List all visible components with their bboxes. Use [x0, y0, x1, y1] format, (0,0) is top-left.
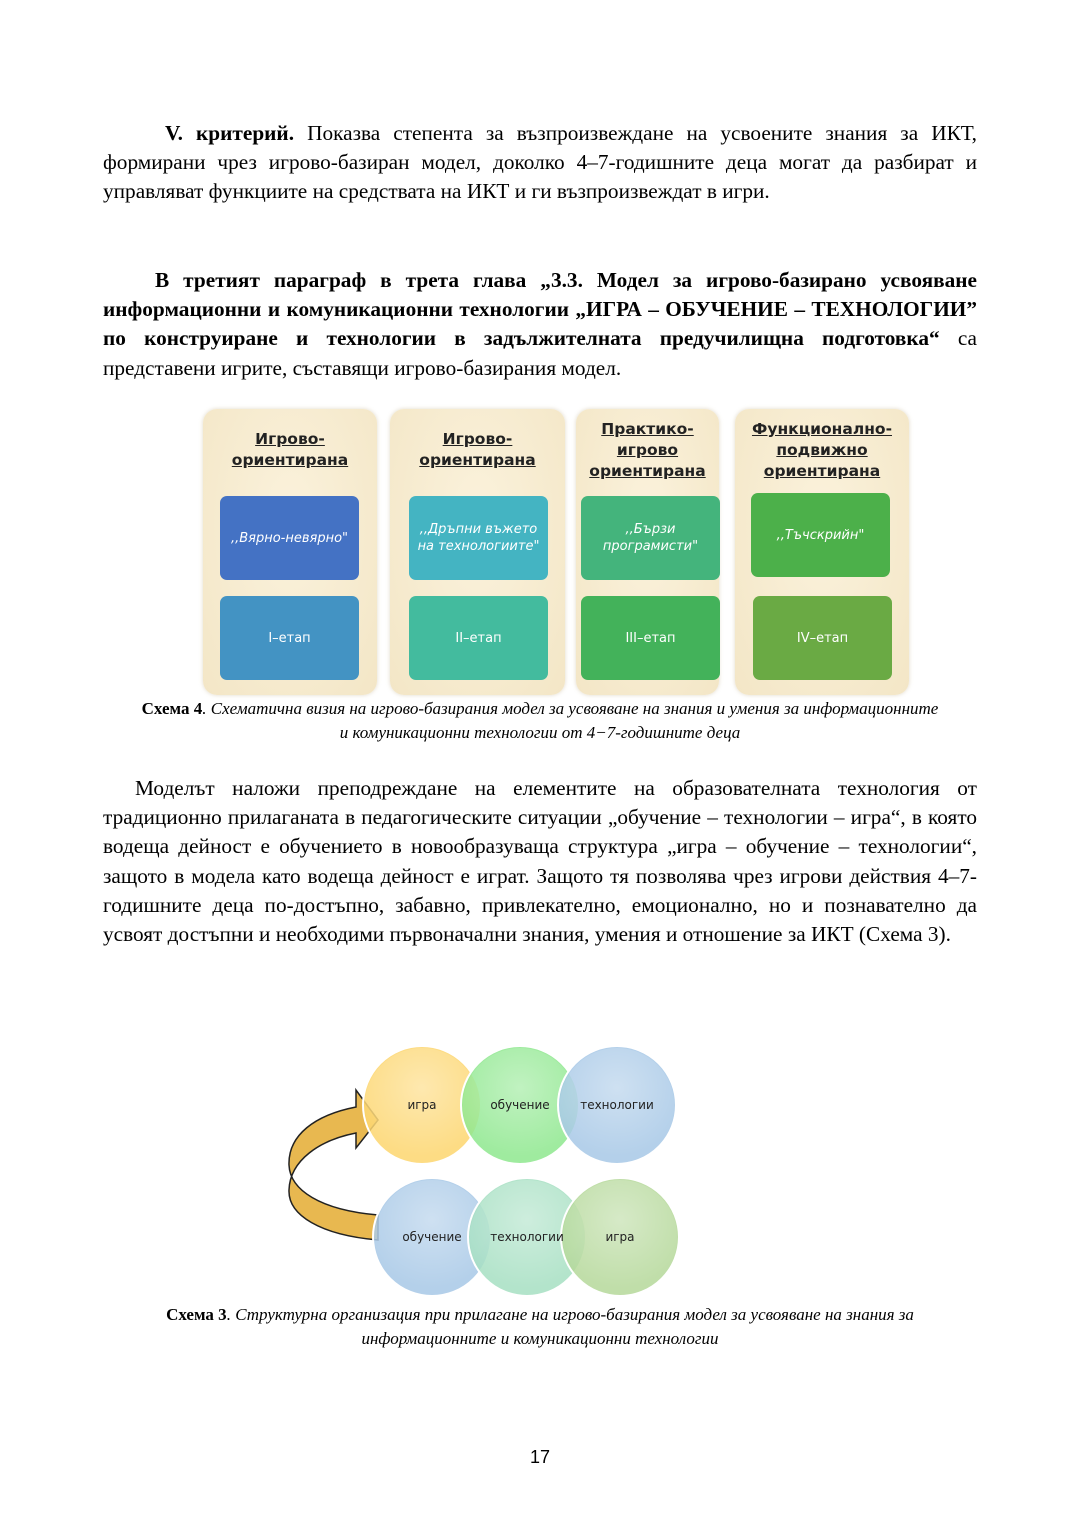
circle-gloss — [470, 1180, 584, 1294]
game-box: ,,Дръпни въжето на технологиите" — [409, 496, 548, 580]
page-number: 17 — [529, 1447, 551, 1467]
circle-gloss — [560, 1048, 674, 1162]
stage-box: I–етап — [220, 596, 359, 680]
criterion-paragraph: V. критерий. Показва степента за възпрои… — [103, 119, 977, 207]
stage-box: III–етап — [581, 596, 720, 680]
stage-box: IV–етап — [753, 596, 892, 680]
circle-label: технологии — [490, 1230, 564, 1244]
scheme-4-caption: Схема 4. Схематична визия на игрово-бази… — [0, 697, 1080, 745]
column-title: Игрово-ориентирана — [231, 430, 349, 469]
game-box: ,,Вярно-невярно" — [220, 496, 359, 580]
stage-box: II–етап — [409, 596, 548, 680]
column-title: Практико-игрово ориентирана — [589, 420, 706, 480]
circle-gloss — [375, 1180, 489, 1294]
criterion-lead: V. критерий. — [165, 121, 295, 145]
circle-label: обучение — [490, 1098, 549, 1112]
section-text: са представени игрите, съставящи игрово-… — [103, 326, 977, 380]
game-box: ,,Бързи програмисти" — [581, 496, 720, 580]
circle-label: игра — [407, 1098, 436, 1112]
circle-gloss — [563, 1180, 677, 1294]
section-title: В третият параграф в трета глава „3.3. М… — [103, 268, 977, 351]
model-paragraph: Моделът наложи преподреждане на елементи… — [103, 776, 977, 947]
circle-label: игра — [605, 1230, 634, 1244]
circle-label: технологии — [580, 1098, 654, 1112]
curved-arrow-icon — [288, 1087, 379, 1241]
column-title: Игрово-ориентирана — [419, 430, 536, 469]
section-paragraph: В третият параграф в трета глава „3.3. М… — [103, 266, 977, 383]
scheme-4-caption-label: Схема 4 — [141, 699, 203, 718]
scheme-4-caption-text: . Схематична визия на игрово-базирания м… — [202, 699, 939, 742]
scheme-3-caption-text: . Структурна организация при прилагане н… — [226, 1305, 914, 1348]
criterion-text: Показва степента за възпроизвеждане на у… — [103, 121, 977, 204]
circle-label: обучение — [402, 1230, 461, 1244]
column-title: Функционално-подвижно ориентирана — [751, 420, 892, 480]
scheme-3-caption: Схема 3. Структурна организация при прил… — [0, 1303, 1080, 1351]
scheme-3-figure: игра обучение технологии обучение технологии… — [288, 1045, 680, 1297]
circle-gloss — [463, 1048, 577, 1162]
circle-gloss — [365, 1048, 479, 1162]
game-box: ,,Тъчскрийн" — [751, 493, 890, 577]
scheme-3-caption-label: Схема 3 — [166, 1305, 227, 1324]
